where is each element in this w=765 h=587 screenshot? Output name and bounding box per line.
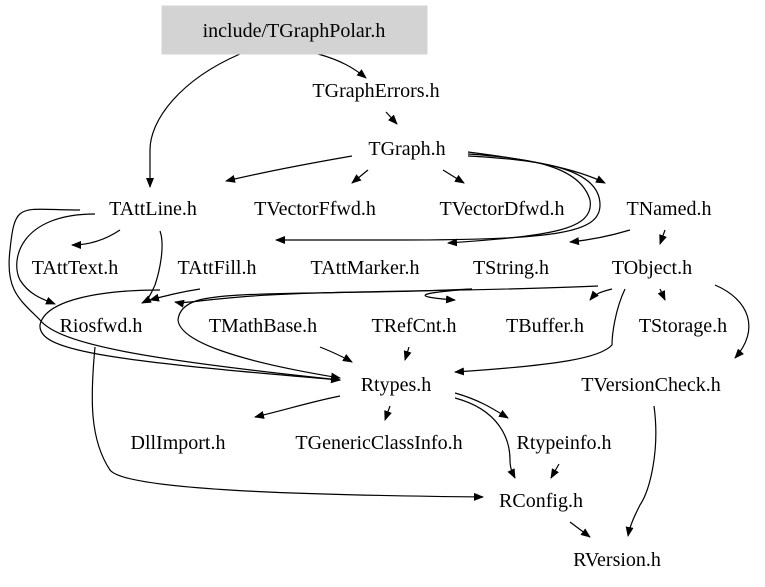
node-label-root: include/TGraphPolar.h — [203, 20, 386, 42]
node-label-tgraph: TGraph.h — [368, 138, 445, 160]
node-tmathbase[interactable]: TMathBase.h — [209, 315, 317, 337]
edge-root-to-tattline — [146, 53, 241, 188]
node-rversion[interactable]: RVersion.h — [573, 549, 661, 571]
edge-tobject-to-rtypes — [454, 288, 626, 376]
node-rconfig[interactable]: RConfig.h — [499, 490, 583, 512]
node-tbuffer[interactable]: TBuffer.h — [506, 315, 584, 337]
node-label-tvectordfwd: TVectorDfwd.h — [440, 198, 565, 220]
node-label-tgrapherrors: TGraphErrors.h — [312, 80, 439, 102]
edge-tattline-to-riosfwd — [16, 213, 96, 305]
edge-tmathbase-to-rtypes — [319, 346, 353, 363]
node-label-tversioncheck: TVersionCheck.h — [581, 374, 720, 396]
node-root[interactable]: include/TGraphPolar.h — [161, 5, 428, 55]
node-tstorage[interactable]: TStorage.h — [639, 315, 727, 337]
edge-rtypes-to-rconfig — [454, 397, 516, 479]
node-tobject[interactable]: TObject.h — [612, 257, 692, 279]
edge-tattline-to-rtypes — [8, 208, 341, 384]
edge-riosfwd-to-rconfig — [91, 346, 484, 501]
edge-rtypes-to-dllimport — [254, 395, 341, 419]
node-label-riosfwd: Riosfwd.h — [60, 315, 143, 337]
node-label-tstorage: TStorage.h — [639, 315, 727, 337]
edge-tobject-to-tbuffer — [589, 288, 613, 301]
edge-tattline-to-tatttext — [71, 229, 121, 249]
node-tvectorffwd[interactable]: TVectorFfwd.h — [254, 198, 376, 220]
edge-rconfig-to-rversion — [569, 521, 591, 538]
node-rtypes[interactable]: Rtypes.h — [361, 374, 432, 396]
node-tattfill[interactable]: TAttFill.h — [178, 257, 257, 279]
node-riosfwd[interactable]: Riosfwd.h — [60, 315, 143, 337]
edge-trefcnt-to-rtypes — [403, 346, 412, 361]
edge-tgrapherrors-to-tgraph — [385, 111, 398, 125]
node-tgrapherrors[interactable]: TGraphErrors.h — [312, 80, 439, 102]
node-trefcnt[interactable]: TRefCnt.h — [372, 315, 457, 337]
node-label-rtypes: Rtypes.h — [361, 374, 432, 396]
edge-tattline-to-tattfill — [141, 230, 163, 304]
node-label-tstring: TString.h — [473, 257, 549, 279]
node-label-tmathbase: TMathBase.h — [209, 315, 317, 337]
node-tversioncheck[interactable]: TVersionCheck.h — [581, 374, 720, 396]
edge-tversioncheck-to-rversion — [625, 405, 657, 537]
node-label-tatttext: TAttText.h — [32, 257, 118, 279]
node-label-rtypeinfo: Rtypeinfo.h — [517, 432, 612, 454]
node-tnamed[interactable]: TNamed.h — [627, 198, 712, 220]
node-label-tattfill: TAttFill.h — [178, 257, 257, 279]
node-tgenericclassinfo[interactable]: TGenericClassInfo.h — [295, 432, 462, 454]
edge-tattfill-to-rtypes — [39, 289, 341, 384]
node-tgraph[interactable]: TGraph.h — [368, 138, 445, 160]
node-tatttext[interactable]: TAttText.h — [32, 257, 118, 279]
node-tvectordfwd[interactable]: TVectorDfwd.h — [440, 198, 565, 220]
node-label-tattmarker: TAttMarker.h — [311, 257, 420, 279]
edge-tgraph-to-tvectorffwd — [351, 169, 369, 184]
node-tstring[interactable]: TString.h — [473, 257, 549, 279]
edge-tgraph-to-tattmarker — [447, 153, 591, 247]
node-dllimport[interactable]: DllImport.h — [131, 432, 226, 454]
node-tattline[interactable]: TAttLine.h — [109, 198, 197, 220]
edge-rtypeinfo-to-rconfig — [550, 463, 560, 479]
node-label-tobject: TObject.h — [612, 257, 692, 279]
edge-tattfill-to-riosfwd — [149, 288, 201, 302]
edge-tnamed-to-tobject — [659, 229, 667, 245]
node-label-tbuffer: TBuffer.h — [506, 315, 584, 337]
node-label-dllimport: DllImport.h — [131, 432, 226, 454]
node-label-rversion: RVersion.h — [573, 549, 661, 571]
edge-tobject-to-tversioncheck — [714, 284, 750, 359]
edge-tnamed-to-tstring — [569, 229, 631, 246]
node-label-tvectorffwd: TVectorFfwd.h — [254, 198, 376, 220]
node-label-tattline: TAttLine.h — [109, 198, 197, 220]
edge-rtypes-to-tgenericclassinfo — [384, 405, 392, 421]
node-label-rconfig: RConfig.h — [499, 490, 583, 512]
node-tattmarker[interactable]: TAttMarker.h — [311, 257, 420, 279]
node-rtypeinfo[interactable]: Rtypeinfo.h — [517, 432, 612, 454]
node-label-tnamed: TNamed.h — [627, 198, 712, 220]
edge-tobject-to-tstorage — [657, 288, 666, 301]
edges-layer — [8, 53, 750, 538]
edge-root-to-tgrapherrors — [317, 53, 367, 79]
edge-tgraph-to-tattline — [225, 155, 353, 183]
edge-tgraph-to-tvectordfwd — [442, 169, 465, 184]
edge-tobject-to-riosfwd — [174, 285, 599, 308]
edge-rtypes-to-rtypeinfo — [454, 392, 509, 419]
root-node-box — [161, 5, 428, 55]
nodes-layer: include/TGraphPolar.hTGraphErrors.hTGrap… — [32, 5, 727, 571]
node-label-trefcnt: TRefCnt.h — [372, 315, 457, 337]
node-label-tgenericclassinfo: TGenericClassInfo.h — [295, 432, 462, 454]
